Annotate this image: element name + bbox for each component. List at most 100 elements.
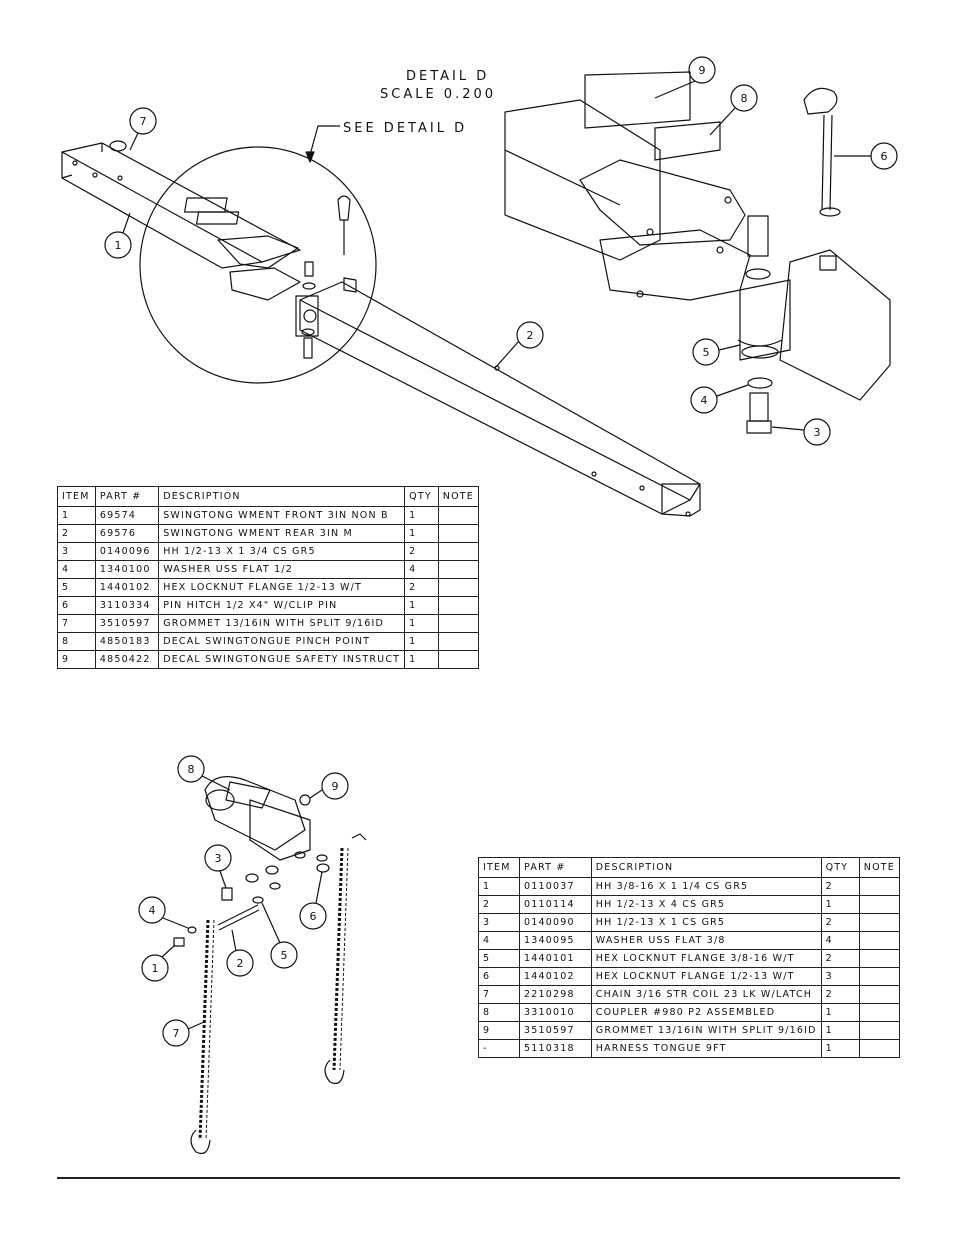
col-note: NOTE — [437, 486, 480, 507]
col-description: DESCRIPTION — [158, 486, 406, 507]
cell-note — [437, 578, 480, 597]
col-part: PART # — [519, 857, 592, 878]
cell-item: 3 — [57, 542, 96, 561]
detail-circle — [139, 146, 377, 384]
cell-note — [437, 632, 480, 651]
cell-desc: GROMMET 13/16IN WITH SPLIT 9/16ID — [590, 1021, 822, 1040]
detail-scale: SCALE 0.200 — [380, 87, 496, 102]
cell-item: 5 — [477, 949, 521, 968]
balloon-top-2: 2 — [527, 329, 534, 342]
balloon-bottom-3: 3 — [215, 852, 222, 865]
balloon-bottom-4: 4 — [149, 904, 156, 917]
cell-part: 69574 — [94, 506, 160, 525]
balloon-bottom-6: 6 — [310, 910, 317, 923]
cell-item: 2 — [477, 895, 521, 914]
cell-qty: 1 — [404, 614, 439, 633]
col-item: ITEM — [57, 486, 96, 507]
enlarged-detail — [504, 71, 891, 434]
rear-tongue — [295, 277, 701, 517]
cell-desc: CHAIN 3/16 STR COIL 23 LK W/LATCH — [590, 985, 822, 1004]
cell-item: 1 — [477, 877, 521, 896]
cell-desc: HH 1/2-13 X 1 CS GR5 — [590, 913, 822, 932]
cell-item: 7 — [477, 985, 521, 1004]
cell-item: 5 — [57, 578, 96, 597]
cell-note — [437, 650, 480, 669]
cell-part: 1340095 — [519, 931, 592, 950]
cell-desc: PIN HITCH 1/2 X4" W/CLIP PIN — [158, 596, 406, 615]
cell-item: 9 — [477, 1021, 521, 1040]
cell-desc: WASHER USS FLAT 1/2 — [158, 560, 406, 579]
cell-item: 7 — [57, 614, 96, 633]
cell-part: 0110114 — [519, 895, 592, 914]
cell-part: 1440102 — [94, 578, 160, 597]
cell-note — [437, 596, 480, 615]
cell-item: 3 — [477, 913, 521, 932]
cell-desc: HEX LOCKNUT FLANGE 3/8-16 W/T — [590, 949, 822, 968]
cell-note — [858, 1039, 901, 1058]
cell-qty: 1 — [404, 650, 439, 669]
cell-desc: GROMMET 13/16IN WITH SPLIT 9/16ID — [158, 614, 406, 633]
see-detail-label: SEE DETAIL D — [343, 121, 467, 136]
cell-qty: 1 — [404, 632, 439, 651]
cell-part: 2210298 — [519, 985, 592, 1004]
cell-part: 4850422 — [94, 650, 160, 669]
cell-qty: 4 — [404, 560, 439, 579]
balloon-top-5: 5 — [703, 346, 710, 359]
cell-desc: DECAL SWINGTONGUE SAFETY INSTRUCT — [158, 650, 406, 669]
cell-note — [858, 895, 901, 914]
col-description: DESCRIPTION — [590, 857, 822, 878]
cell-part: 0110037 — [519, 877, 592, 896]
cell-desc: COUPLER #980 P2 ASSEMBLED — [590, 1003, 822, 1022]
balloon-top-6: 6 — [881, 150, 888, 163]
cell-part: 3310010 — [519, 1003, 592, 1022]
cell-item: 6 — [57, 596, 96, 615]
footer-rule — [57, 1177, 900, 1179]
cell-part: 69576 — [94, 524, 160, 543]
cell-qty: 1 — [404, 524, 439, 543]
cell-note — [858, 1021, 901, 1040]
cell-qty: 2 — [820, 877, 860, 896]
cell-item: 6 — [477, 967, 521, 986]
cell-item: - — [477, 1039, 521, 1058]
table-header-row: ITEM PART # DESCRIPTION QTY NOTE — [57, 486, 480, 507]
col-item: ITEM — [477, 857, 521, 878]
cell-note — [858, 985, 901, 1004]
cell-part: 1340100 — [94, 560, 160, 579]
balloon-bottom-8: 8 — [188, 763, 195, 776]
cell-note — [858, 913, 901, 932]
cell-item: 9 — [57, 650, 96, 669]
cell-qty: 1 — [404, 596, 439, 615]
cell-qty: 2 — [820, 985, 860, 1004]
cell-qty: 4 — [820, 931, 860, 950]
cell-qty: 1 — [404, 506, 439, 525]
cell-part: 0140096 — [94, 542, 160, 561]
cell-desc: HH 1/2-13 X 4 CS GR5 — [590, 895, 822, 914]
cell-desc: HH 3/8-16 X 1 1/4 CS GR5 — [590, 877, 822, 896]
cell-desc: HEX LOCKNUT FLANGE 1/2-13 W/T — [158, 578, 406, 597]
front-tongue — [61, 142, 301, 269]
cell-desc: SWINGTONG WMENT FRONT 3IN NON B — [158, 506, 406, 525]
cell-part: 1440102 — [519, 967, 592, 986]
col-part: PART # — [94, 486, 160, 507]
cell-desc: DECAL SWINGTONGUE PINCH POINT — [158, 632, 406, 651]
cell-note — [858, 967, 901, 986]
balloon-top-4: 4 — [701, 394, 708, 407]
cell-qty: 2 — [820, 949, 860, 968]
coupler-assembly — [173, 776, 367, 1155]
cell-item: 4 — [57, 560, 96, 579]
cell-qty: 1 — [820, 1039, 860, 1058]
cell-item: 1 — [57, 506, 96, 525]
cell-desc: HH 1/2-13 X 1 3/4 CS GR5 — [158, 542, 406, 561]
